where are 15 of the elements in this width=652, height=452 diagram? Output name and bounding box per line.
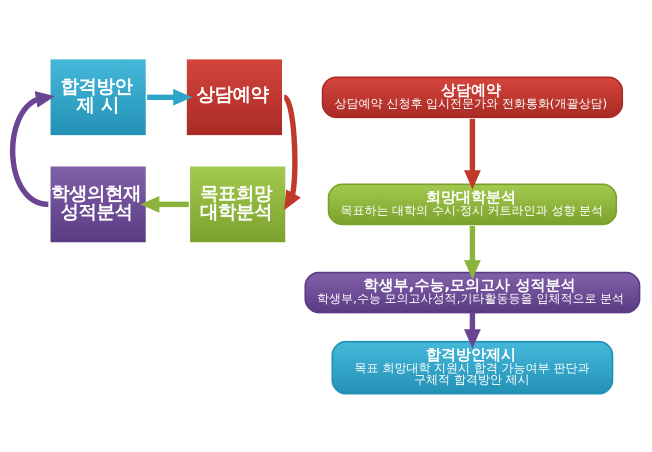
node-box: 희망대학분석 목표하는 대학의 수시·정시 커트라인과 성향 분석 — [328, 184, 618, 226]
node-box: 학생의현재 성적분석 — [48, 164, 148, 244]
arrow — [282, 94, 301, 210]
arrow — [147, 88, 192, 106]
arrow — [464, 312, 481, 348]
node-box: 상담예약 상담예약 신청후 입시전문가와 전화통화(개괄상담) — [322, 76, 624, 118]
node-box: 상담예약 — [184, 57, 284, 138]
node-box: 합격방안제시 목표 희망대학 지원시 합격 가능여부 판단과 구체적 합격방안 제시 — [332, 340, 614, 394]
arrow — [464, 226, 481, 280]
arrow — [10, 91, 56, 208]
node-box: 목표희망 대학분석 — [188, 164, 288, 244]
node-box: 합격방안 제 시 — [48, 57, 148, 138]
arrow — [464, 118, 481, 190]
arrow — [140, 196, 189, 213]
node-box: 학생부,수능,모의고사 성적분석 학생부,수능 모의고사성적,기타활동등을 입체적으로 분석 — [304, 272, 640, 314]
